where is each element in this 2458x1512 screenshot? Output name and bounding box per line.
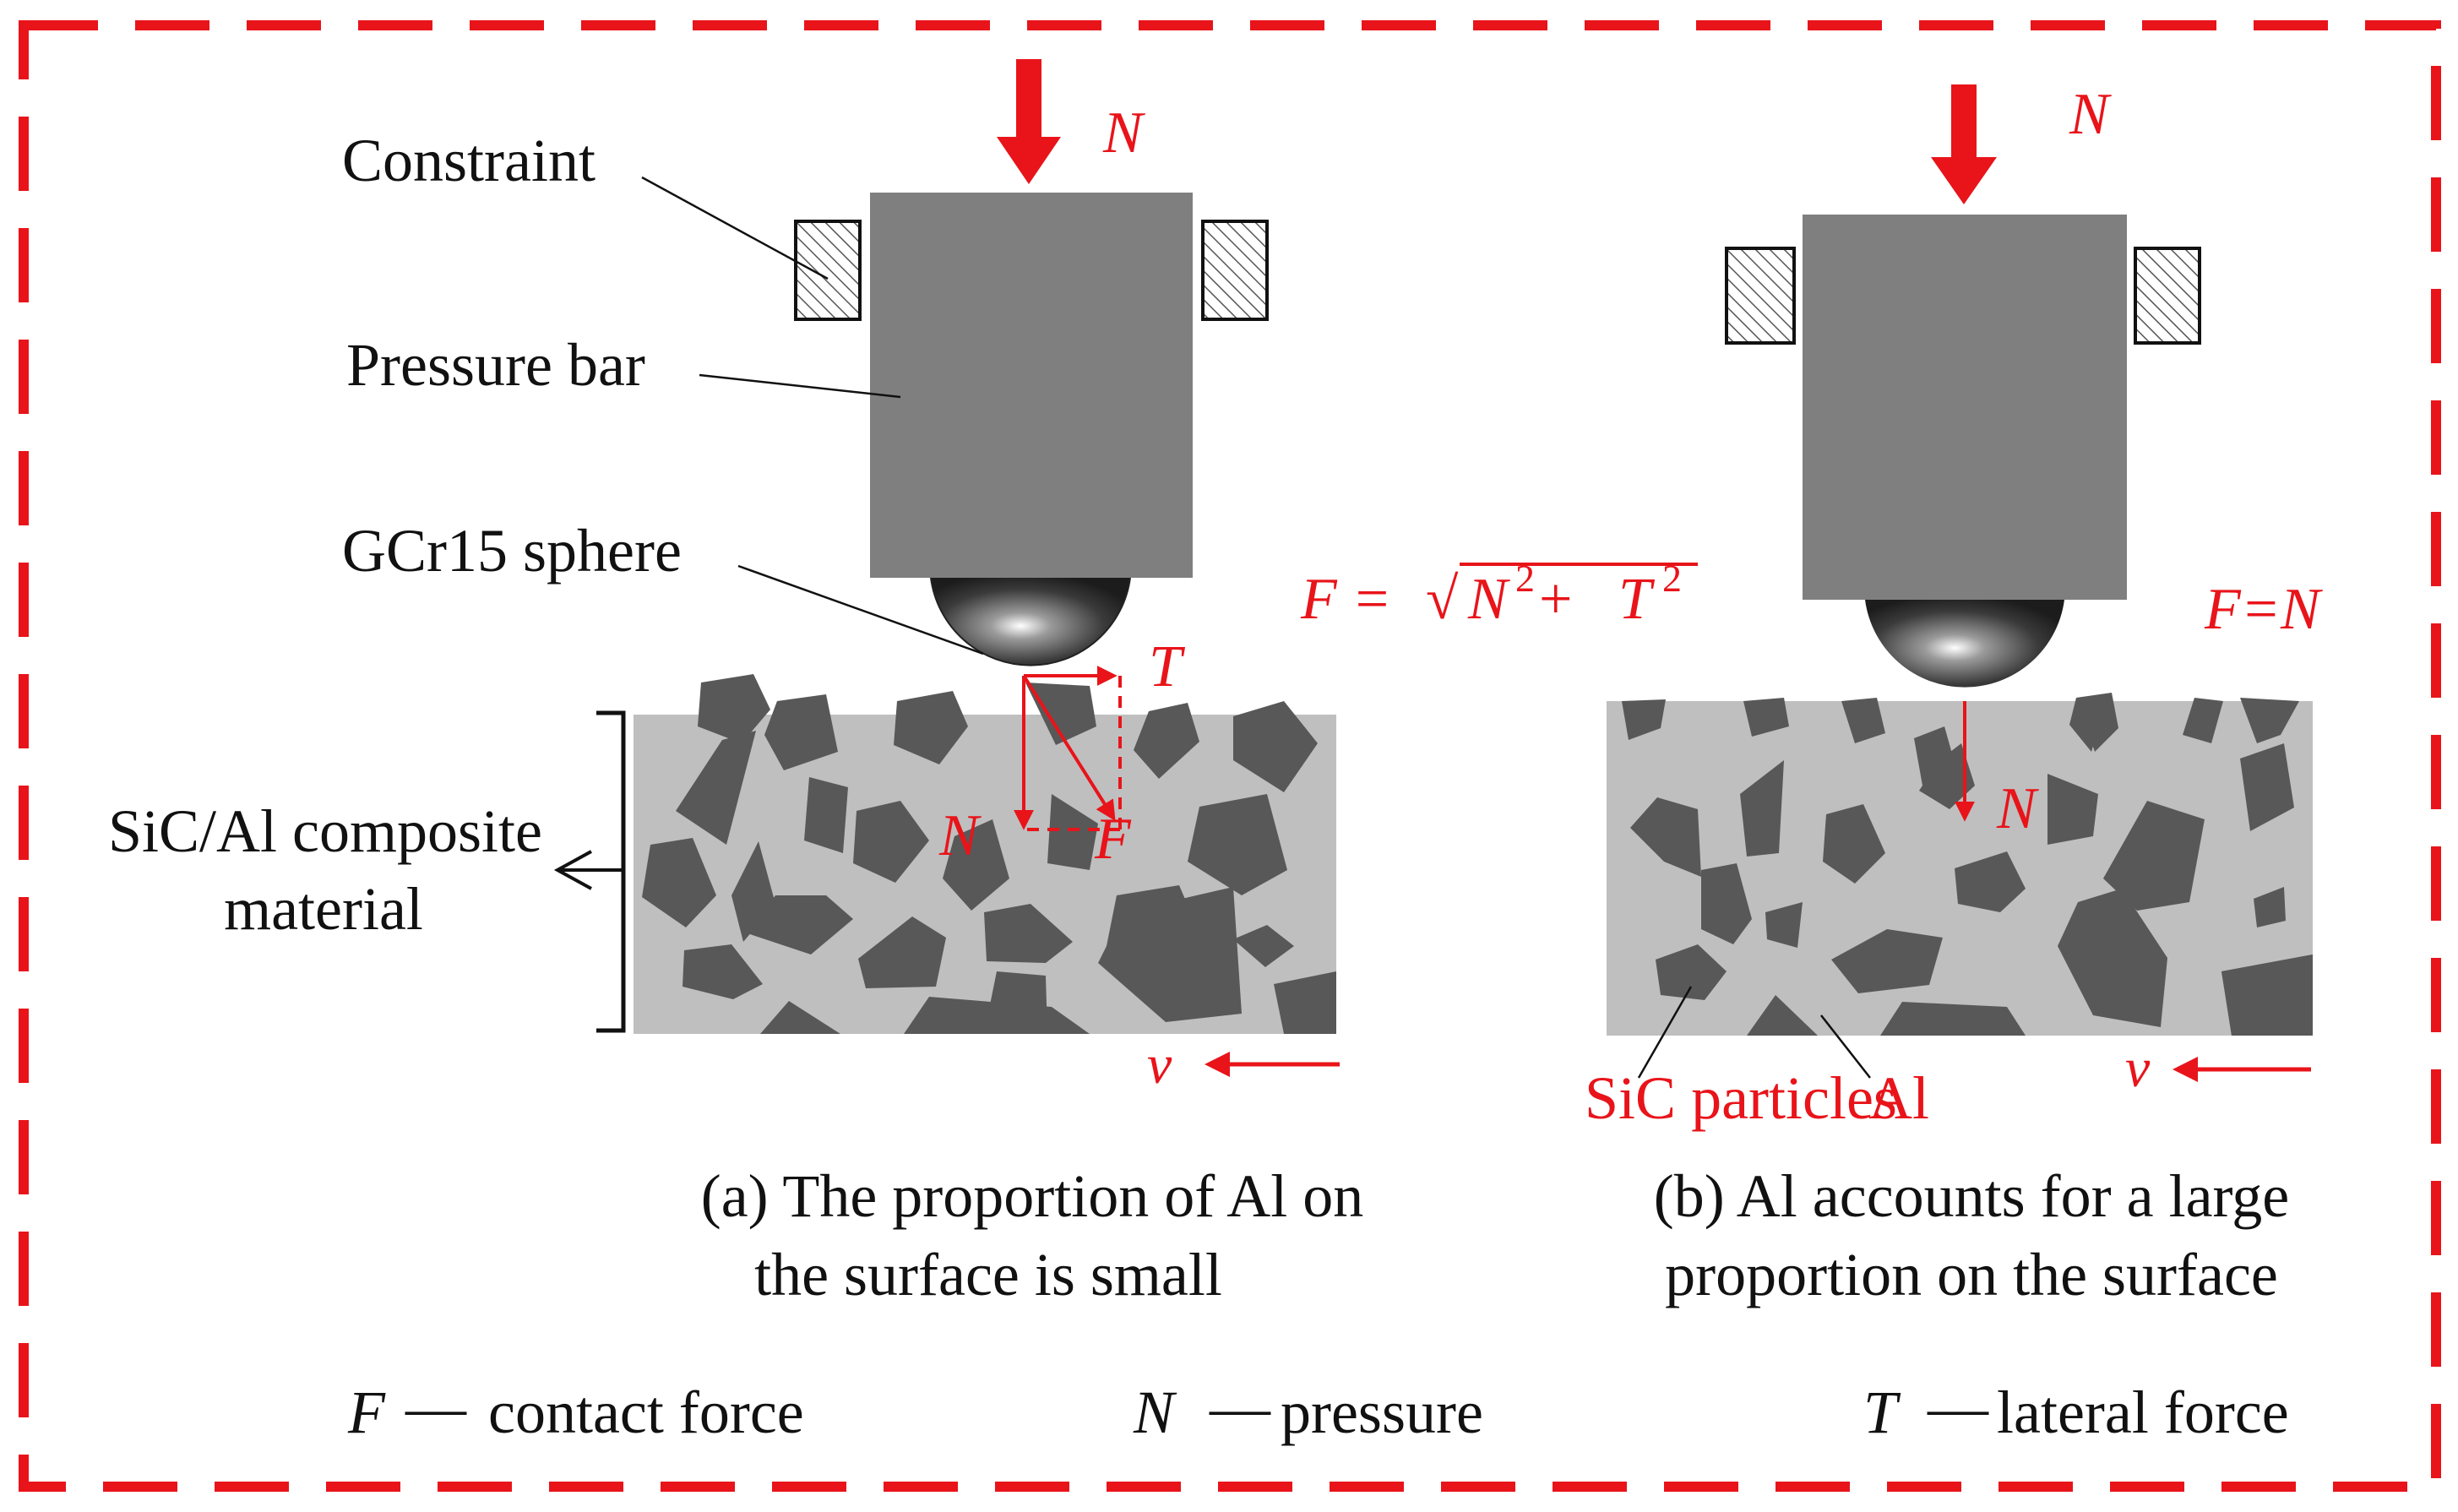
force-n-vector-label-a: N xyxy=(938,803,982,868)
constraint-block-right-a xyxy=(1201,220,1269,321)
force-n-label-b: N xyxy=(2069,82,2112,147)
label-composite-line2: material xyxy=(224,875,423,943)
legend-symbol-t: T xyxy=(1863,1379,1901,1446)
caption-a-line1: (a) The proportion of Al on xyxy=(701,1162,1364,1230)
constraint-block-right-b xyxy=(2134,247,2201,345)
constraint-block-left-a xyxy=(794,220,862,321)
formula-t-exp: 2 xyxy=(1662,557,1682,600)
sic-particles-a xyxy=(642,674,1336,1034)
label-al: Al xyxy=(1868,1064,1929,1132)
force-f-vector-label-a: F xyxy=(1094,807,1132,872)
relation-label-b: F=N xyxy=(2204,577,2323,642)
caption-b-line1: (b) Al accounts for a large xyxy=(1654,1162,2289,1230)
legend-dash-t: — xyxy=(1927,1373,1989,1441)
panel-b: N N F=N v SiC particles Al (b) Al accoun… xyxy=(1585,82,2323,1308)
label-constraint: Constraint xyxy=(342,127,595,194)
formula-lhs: F = xyxy=(1300,567,1392,632)
down-arrow-icon xyxy=(997,59,1061,184)
sphere-icon xyxy=(931,578,1130,666)
legend-symbol-f: F xyxy=(347,1379,386,1446)
formula-n-exp: 2 xyxy=(1515,557,1535,600)
force-n-vector-label-b: N xyxy=(1996,776,2039,841)
sphere-lower-a xyxy=(930,577,1131,666)
force-t-label-a: T xyxy=(1149,634,1186,699)
sic-particles-b xyxy=(1622,693,2313,1036)
legend: F — contact force N — pressure T — later… xyxy=(347,1373,2289,1446)
velocity-label-b: v xyxy=(2125,1037,2151,1099)
caption-b-line2: proportion on the surface xyxy=(1665,1241,2278,1308)
legend-symbol-n: N xyxy=(1133,1379,1177,1446)
legend-text-n: pressure xyxy=(1281,1379,1483,1446)
sphere-b xyxy=(1865,600,2064,688)
force-vectors-a xyxy=(1014,666,1122,831)
formula-n: N xyxy=(1467,567,1510,632)
formula-contact-force-a: F = √ N 2 + T 2 xyxy=(1300,557,1698,632)
formula-t: T xyxy=(1618,567,1656,632)
label-pressure-bar: Pressure bar xyxy=(346,331,645,399)
legend-text-t: lateral force xyxy=(1997,1379,2289,1446)
force-n-label-a: N xyxy=(1102,101,1145,166)
part-labels: Constraint Pressure bar GCr15 sphere SiC… xyxy=(108,127,984,1033)
down-arrow-icon-b xyxy=(1931,84,1997,204)
pressure-bar-a xyxy=(870,193,1193,578)
legend-text-f: contact force xyxy=(488,1379,804,1446)
legend-dash-f: — xyxy=(405,1373,467,1441)
label-sphere: GCr15 sphere xyxy=(342,517,682,585)
formula-plus: + xyxy=(1539,567,1572,632)
velocity-label-a: v xyxy=(1147,1034,1172,1096)
constraint-block-left-b xyxy=(1725,247,1796,345)
panel-a: N T N F F = √ N 2 + T 2 v (a) The propor… xyxy=(634,59,1698,1308)
pressure-bar-b xyxy=(1803,215,2127,600)
dashed-border xyxy=(19,20,2441,1492)
label-sic-particles: SiC particles xyxy=(1585,1064,1897,1132)
label-composite-line1: SiC/Al composite xyxy=(108,797,542,865)
sqrt-symbol: √ xyxy=(1426,567,1459,632)
legend-dash-n: — xyxy=(1209,1373,1271,1441)
caption-a-line2: the surface is small xyxy=(754,1241,1222,1308)
